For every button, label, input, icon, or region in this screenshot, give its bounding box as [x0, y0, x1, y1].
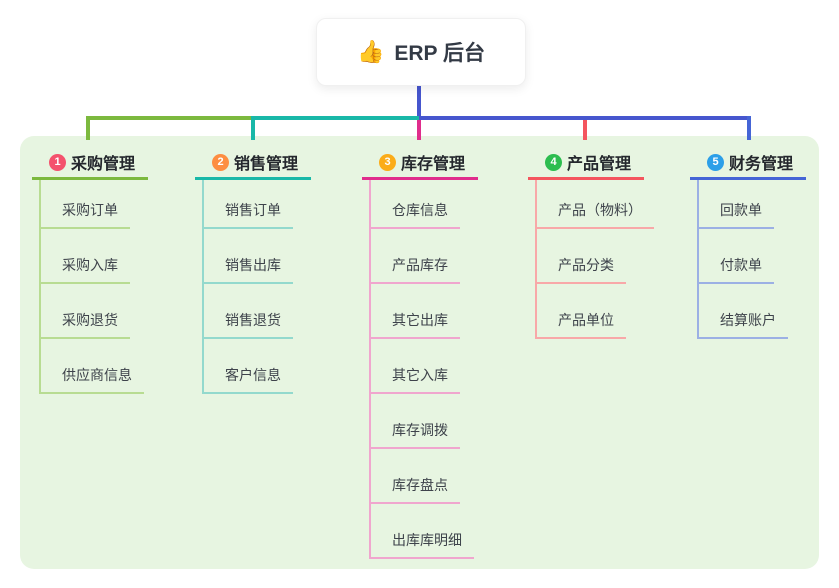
- branch-drop-4: [583, 120, 587, 140]
- child-node-label[interactable]: 产品（物料）: [537, 200, 654, 229]
- branch-children: 采购订单采购入库采购退货供应商信息: [39, 180, 144, 394]
- connector-bus-segment-3: [419, 116, 751, 120]
- child-node-label[interactable]: 仓库信息: [371, 200, 460, 229]
- child-node: 供应商信息: [41, 339, 144, 394]
- child-node-label[interactable]: 销售退货: [204, 310, 293, 339]
- connector-bus-segment-1: [86, 116, 253, 120]
- child-node: 采购入库: [41, 229, 144, 284]
- branch-node-1[interactable]: 1 采购管理: [32, 147, 148, 177]
- child-node-label[interactable]: 库存盘点: [371, 475, 460, 504]
- branch-5: 5 财务管理回款单付款单结算账户: [690, 147, 806, 339]
- child-node-label[interactable]: 采购退货: [41, 310, 130, 339]
- child-node: 其它出库: [371, 284, 474, 339]
- child-node-label[interactable]: 回款单: [699, 200, 774, 229]
- branch-number-badge: 1: [49, 153, 66, 171]
- branch-1: 1 采购管理采购订单采购入库采购退货供应商信息: [32, 147, 148, 394]
- child-node: 付款单: [699, 229, 788, 284]
- root-node-label: ERP 后台: [394, 42, 486, 65]
- child-node-label[interactable]: 销售出库: [204, 255, 293, 284]
- branch-number-badge: 3: [379, 153, 396, 171]
- child-node: 销售订单: [204, 180, 293, 229]
- branch-label: 库存管理: [401, 156, 466, 173]
- child-node: 结算账户: [699, 284, 788, 339]
- child-node: 产品分类: [537, 229, 654, 284]
- branch-underline: [528, 177, 644, 180]
- root-node[interactable]: 👍 ERP 后台: [316, 18, 526, 86]
- branch-underline: [32, 177, 148, 180]
- child-node: 库存调拨: [371, 394, 474, 449]
- branch-drop-1: [86, 116, 90, 140]
- branch-underline: [362, 177, 478, 180]
- child-node: 其它入库: [371, 339, 474, 394]
- branch-node-3[interactable]: 3 库存管理: [362, 147, 478, 177]
- branch-label: 采购管理: [71, 156, 136, 173]
- branch-3: 3 库存管理仓库信息产品库存其它出库其它入库库存调拨库存盘点出库库明细: [362, 147, 478, 559]
- child-node: 产品（物料）: [537, 180, 654, 229]
- branch-2: 2 销售管理销售订单销售出库销售退货客户信息: [195, 147, 311, 394]
- child-node-label[interactable]: 产品单位: [537, 310, 626, 339]
- branch-number-badge: 5: [707, 153, 724, 171]
- root-connector-vertical: [417, 85, 421, 118]
- connector-bus-segment-2: [253, 116, 419, 120]
- branch-node-2[interactable]: 2 销售管理: [195, 147, 311, 177]
- branch-children: 回款单付款单结算账户: [697, 180, 788, 339]
- child-node: 出库库明细: [371, 504, 474, 559]
- branch-drop-3: [417, 120, 421, 140]
- child-node-label[interactable]: 客户信息: [204, 365, 293, 394]
- branch-children: 仓库信息产品库存其它出库其它入库库存调拨库存盘点出库库明细: [369, 180, 474, 559]
- branch-node-5[interactable]: 5 财务管理: [690, 147, 806, 177]
- branch-drop-2: [251, 116, 255, 140]
- branch-underline: [690, 177, 806, 180]
- child-node-label[interactable]: 结算账户: [699, 310, 788, 339]
- branch-4: 4 产品管理产品（物料） 产品分类产品单位: [528, 147, 654, 339]
- branch-label: 销售管理: [234, 156, 299, 173]
- branch-label: 产品管理: [567, 156, 632, 173]
- child-node-label[interactable]: 采购订单: [41, 200, 130, 229]
- child-node: 采购退货: [41, 284, 144, 339]
- child-node-label[interactable]: 产品分类: [537, 255, 626, 284]
- branch-number-badge: 2: [212, 153, 229, 171]
- child-node: 回款单: [699, 180, 788, 229]
- branch-number-badge: 4: [545, 153, 562, 171]
- child-node: 销售退货: [204, 284, 293, 339]
- thumbs-up-icon: 👍: [356, 39, 385, 64]
- branch-underline: [195, 177, 311, 180]
- child-node-label[interactable]: 供应商信息: [41, 365, 144, 394]
- branch-node-4[interactable]: 4 产品管理: [528, 147, 654, 177]
- child-node: 客户信息: [204, 339, 293, 394]
- child-node-label[interactable]: 付款单: [699, 255, 774, 284]
- branch-label: 财务管理: [729, 156, 794, 173]
- child-node-label[interactable]: 其它入库: [371, 365, 460, 394]
- child-node-label[interactable]: 出库库明细: [371, 530, 474, 559]
- child-node-label[interactable]: 库存调拨: [371, 420, 460, 449]
- child-node: 采购订单: [41, 180, 144, 229]
- branch-drop-5: [747, 116, 751, 140]
- child-node-label[interactable]: 采购入库: [41, 255, 130, 284]
- child-node-label[interactable]: 销售订单: [204, 200, 293, 229]
- mindmap-background-panel: [20, 136, 819, 569]
- child-node: 库存盘点: [371, 449, 474, 504]
- branch-children: 产品（物料） 产品分类产品单位: [535, 180, 654, 339]
- child-node: 产品单位: [537, 284, 654, 339]
- child-node: 产品库存: [371, 229, 474, 284]
- child-node: 销售出库: [204, 229, 293, 284]
- child-node-label[interactable]: 其它出库: [371, 310, 460, 339]
- child-node-label[interactable]: 产品库存: [371, 255, 460, 284]
- branch-children: 销售订单销售出库销售退货客户信息: [202, 180, 293, 394]
- child-node: 仓库信息: [371, 180, 474, 229]
